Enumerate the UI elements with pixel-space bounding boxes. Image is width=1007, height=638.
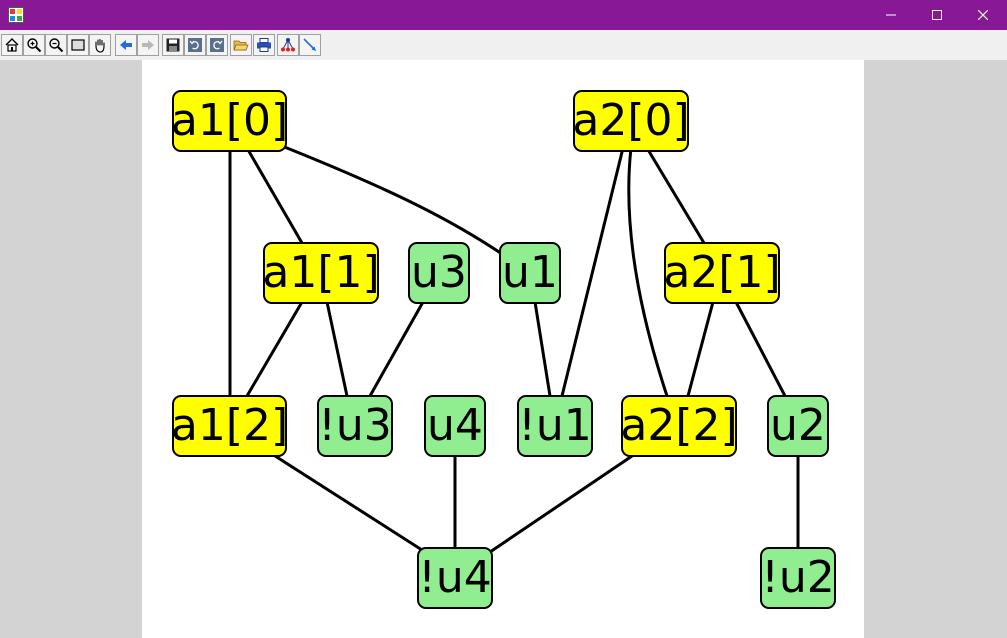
open-button[interactable]: [230, 34, 252, 56]
rectangle-icon: [71, 39, 85, 51]
maximize-button[interactable]: [914, 0, 960, 30]
node-not-u3[interactable]: !u3: [317, 395, 393, 457]
graph-edges: [228, 144, 800, 554]
edge-a2-1-to-a2-2: [686, 301, 715, 397]
home-button[interactable]: [1, 34, 23, 56]
insert-edge-button[interactable]: [299, 34, 321, 56]
node-u1[interactable]: u1: [499, 242, 561, 304]
zoom-in-icon: [27, 38, 42, 53]
edge-a2-0-to-a2-1: [645, 147, 706, 244]
node-a1-1[interactable]: a1[1]: [263, 242, 379, 304]
maximize-icon: [932, 10, 942, 20]
arrow-left-icon: [120, 40, 132, 50]
minimize-icon: [886, 14, 896, 16]
edge-a2-0-to-nu1: [560, 147, 625, 397]
redo-icon: [210, 38, 224, 52]
print-button[interactable]: [253, 34, 275, 56]
printer-icon: [257, 38, 271, 52]
node-u4[interactable]: u4: [424, 395, 486, 457]
redo-button[interactable]: [206, 34, 228, 56]
node-a2-1[interactable]: a2[1]: [664, 242, 780, 304]
graph-layout-icon: [281, 38, 295, 52]
save-button[interactable]: [162, 34, 184, 56]
minimize-button[interactable]: [868, 0, 914, 30]
node-a1-0[interactable]: a1[0]: [172, 90, 287, 152]
edge-u1-to-nu1: [533, 301, 552, 397]
edge-a1-0-to-a1-1: [245, 147, 304, 244]
save-icon: [166, 38, 180, 52]
zoom-in-button[interactable]: [23, 34, 45, 56]
edge-a1-2-to-nu4: [271, 452, 423, 552]
title-bar: [0, 0, 1007, 30]
undo-button[interactable]: [184, 34, 206, 56]
edge-a1-1-to-nu3: [325, 301, 349, 397]
toolbar: [0, 30, 1007, 60]
graph-canvas[interactable]: a1[0] a2[0] a1[1] u3 u1 a2[1] a1[2] !u3 …: [142, 60, 864, 638]
app-icon: [8, 7, 24, 23]
close-icon: [978, 10, 988, 20]
arrow-right-icon: [142, 40, 154, 50]
home-icon: [5, 38, 19, 52]
close-button[interactable]: [960, 0, 1006, 30]
pan-button[interactable]: [89, 34, 111, 56]
edge-a2-1-to-u2: [734, 301, 787, 397]
node-not-u2[interactable]: !u2: [760, 547, 836, 609]
node-u3[interactable]: u3: [408, 242, 470, 304]
edge-tool-icon: [303, 38, 316, 51]
zoom-out-button[interactable]: [45, 34, 67, 56]
undo-icon: [188, 38, 202, 52]
node-a2-2[interactable]: a2[2]: [621, 395, 737, 457]
node-u2[interactable]: u2: [767, 395, 829, 457]
edge-a1-1-to-a1-2: [245, 301, 304, 397]
edge-u3-to-nu3: [368, 301, 425, 397]
zoom-out-icon: [49, 38, 64, 53]
forward-button[interactable]: [137, 34, 159, 56]
edge-a2-0-to-a2-2: [627, 147, 669, 397]
edge-a1-0-to-u1: [281, 144, 506, 258]
folder-open-icon: [233, 40, 249, 51]
layout-button[interactable]: [277, 34, 299, 56]
node-not-u4[interactable]: !u4: [417, 547, 493, 609]
zoom-window-button[interactable]: [67, 34, 89, 56]
node-not-u1[interactable]: !u1: [517, 395, 593, 457]
node-a2-0[interactable]: a2[0]: [573, 90, 689, 152]
hand-icon: [95, 38, 105, 53]
edge-a2-2-to-nu4: [489, 452, 636, 554]
node-a1-2[interactable]: a1[2]: [172, 395, 287, 457]
back-button[interactable]: [115, 34, 137, 56]
